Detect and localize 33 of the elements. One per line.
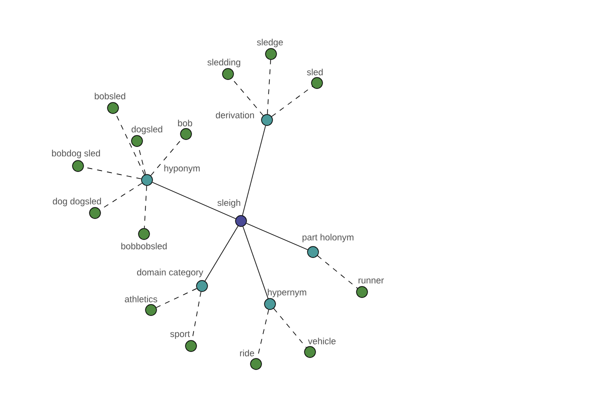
node-label: athletics [124, 296, 158, 302]
dashed-line [271, 86, 313, 117]
node-label: dogsled [132, 126, 162, 134]
dashed-line [317, 255, 358, 289]
node-label: hypernym [268, 288, 306, 298]
node-label: sledge [257, 38, 283, 48]
dashed-line [273, 308, 307, 348]
node-label: part holonym [302, 234, 354, 242]
node-label: sleigh [218, 199, 240, 208]
node-label: bobbobsled [121, 242, 167, 250]
connector [242, 125, 266, 216]
node-label: hyponym [164, 164, 200, 174]
dashed-line [231, 78, 264, 116]
node-label: runner [358, 278, 384, 284]
node-label: derivation [216, 112, 254, 118]
connector [204, 226, 238, 282]
node-label: ride [240, 350, 254, 356]
dashed-line [150, 138, 183, 176]
dashed-line [144, 186, 148, 228]
dashed-line [267, 60, 271, 115]
node-label: sledding [208, 58, 240, 68]
connector [152, 182, 236, 220]
node-label: sled [307, 68, 323, 76]
node-label: bobsled [94, 92, 126, 100]
connector [242, 226, 268, 299]
node-label: bobdog sled [52, 150, 100, 158]
node-label: domain category [137, 268, 204, 278]
dashed-line [156, 288, 198, 308]
node-label: dog dogsled [52, 198, 101, 206]
node-label: vehicle [308, 338, 336, 344]
connector [246, 222, 308, 250]
node-label: bob [178, 120, 192, 126]
node-label: sport [170, 331, 190, 339]
